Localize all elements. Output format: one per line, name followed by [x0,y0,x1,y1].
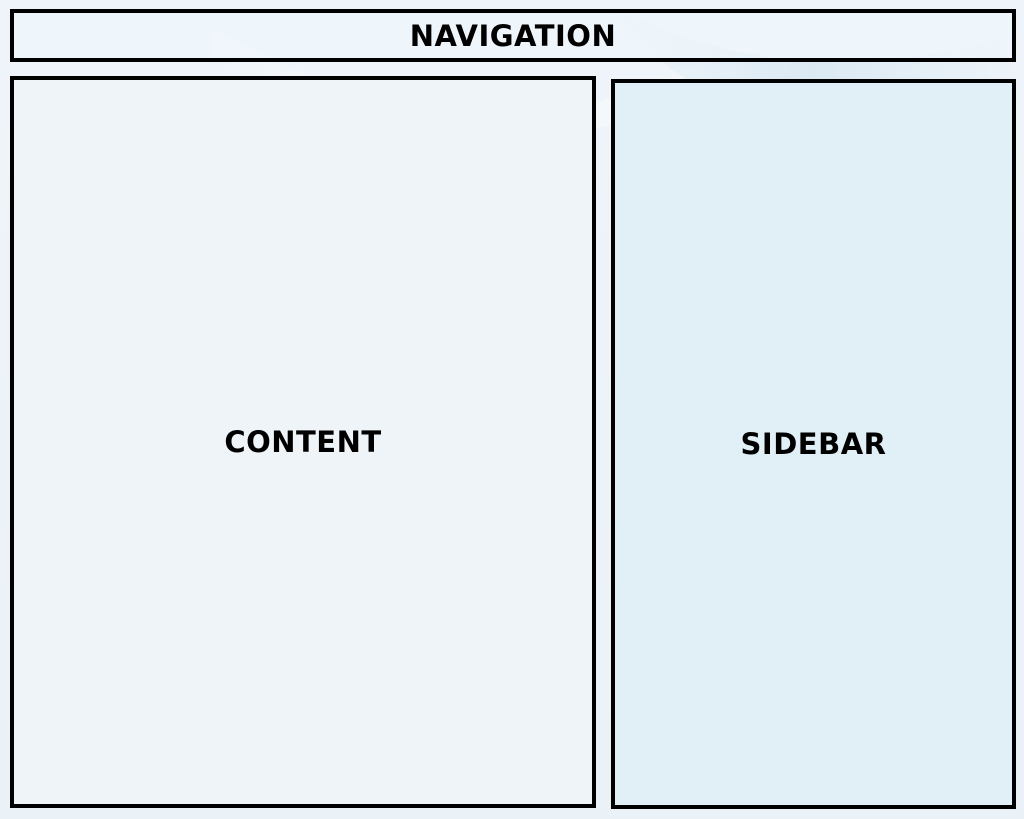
navigation-label: NAVIGATION [409,18,617,53]
navigation-block: NAVIGATION [10,9,1016,62]
sidebar-block: SIDEBAR [611,79,1016,809]
sidebar-label: SIDEBAR [740,427,887,461]
content-label: CONTENT [224,425,382,459]
content-block: CONTENT [10,76,596,808]
